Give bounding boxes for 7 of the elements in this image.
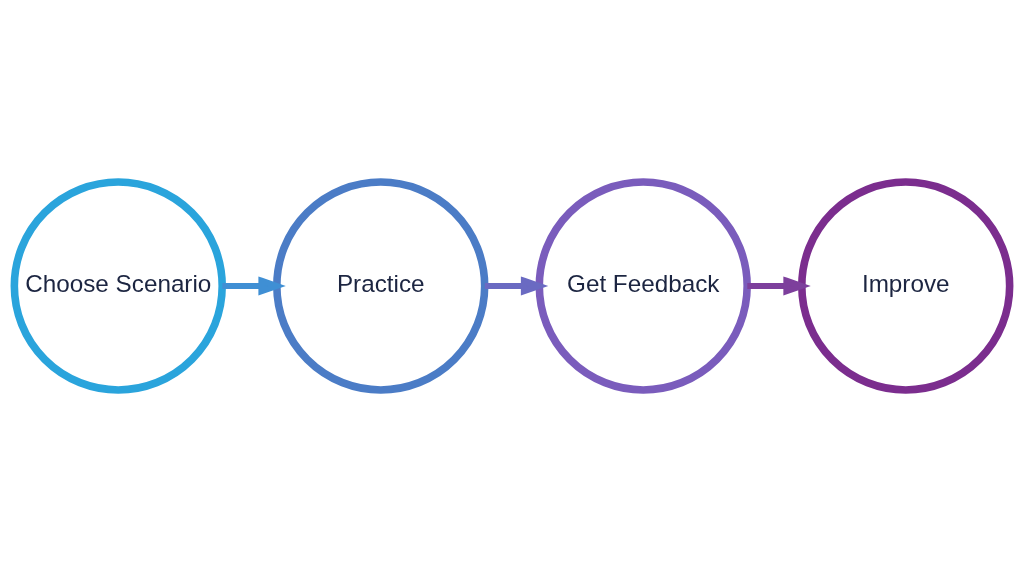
node-circle: Choose Scenario xyxy=(10,178,226,394)
arrow xyxy=(484,276,549,296)
node-circle: Get Feedback xyxy=(535,178,751,394)
node-circle: Improve xyxy=(798,178,1014,394)
arrow xyxy=(747,276,811,296)
arrow xyxy=(222,276,286,296)
node-circle: Practice xyxy=(273,178,489,394)
